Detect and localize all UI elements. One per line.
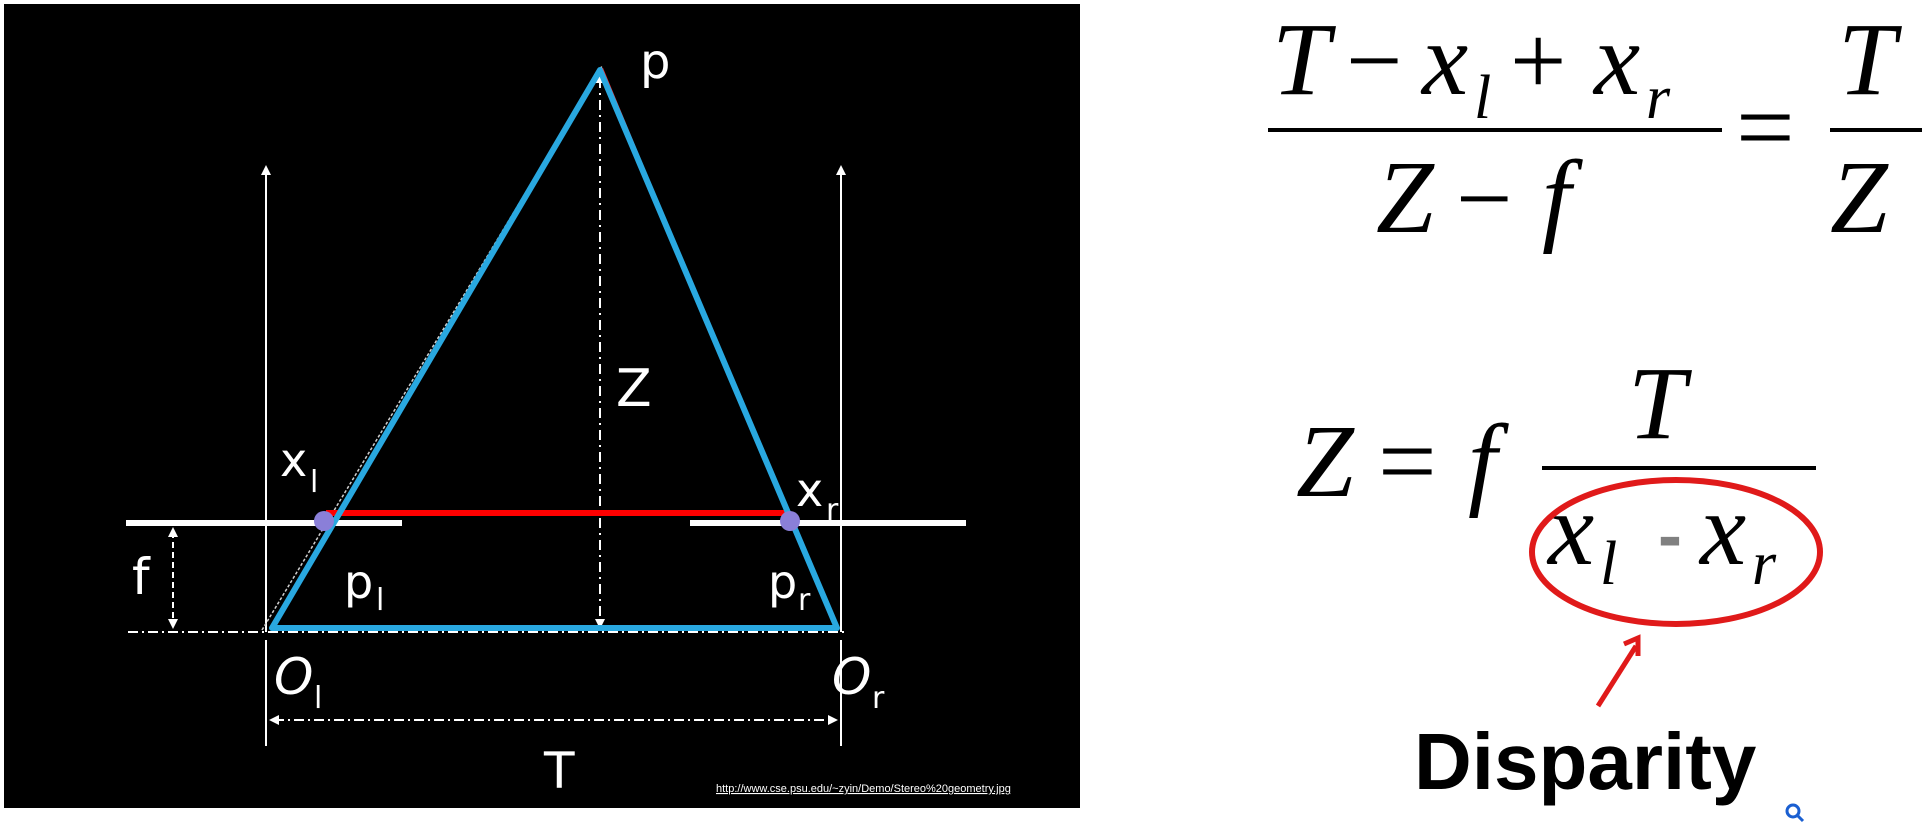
formula-similar-triangles: T − x l + x r Z − f = T Z [1268, 2, 1922, 255]
diagram-canvas: p Z x l x r f p l p r O l O r T http://w… [126, 34, 1011, 800]
f1-rhs-den: Z [1830, 140, 1889, 255]
f1-den-Z: Z [1376, 140, 1435, 255]
f2-den-x1-sub: l [1600, 530, 1617, 598]
p-right-label: p [768, 555, 797, 609]
right-image-point [780, 511, 800, 531]
o-right-label: O [832, 648, 871, 706]
projection-triangle [269, 67, 840, 631]
f1-num-x2-sub: r [1646, 64, 1671, 132]
o-right-sub: r [872, 681, 885, 716]
f1-num-minus: − [1346, 5, 1402, 116]
search-icon[interactable] [1784, 802, 1806, 824]
f1-num-plus: + [1510, 5, 1566, 116]
f1-num-x2: x [1592, 2, 1640, 117]
p-right-sub: r [798, 583, 811, 618]
point-p-label: p [640, 34, 670, 90]
disparity-pointer-arrowhead [1623, 634, 1641, 656]
f2-den-x2: x [1698, 472, 1746, 587]
f2-f: f [1468, 404, 1509, 519]
disparity-pointer-arrow [1595, 644, 1639, 708]
f2-den-x2-sub: r [1752, 530, 1777, 598]
depth-z-label: Z [616, 359, 652, 419]
x-left-sub: l [310, 465, 318, 500]
formula-depth: Z = f T x l - x r [1296, 346, 1823, 708]
formulas: T − x l + x r Z − f = T Z Z = f T x l - … [1268, 2, 1922, 708]
o-left-label: O [274, 648, 313, 706]
baseline-t-label: T [543, 742, 575, 800]
p-left-label: p [344, 555, 373, 609]
x-left-label: x [280, 433, 307, 487]
f2-equals: = [1378, 404, 1437, 519]
p-left-sub: l [376, 583, 384, 618]
disparity-label: Disparity [1414, 717, 1757, 806]
f1-equals: = [1736, 70, 1795, 185]
f1-den-f: f [1542, 140, 1583, 255]
focal-f-label: f [132, 548, 151, 606]
f1-num-T: T [1272, 2, 1336, 117]
f1-den-minus: − [1456, 143, 1512, 254]
f2-den-x1: x [1546, 472, 1594, 587]
f1-num-x1: x [1420, 2, 1468, 117]
f1-rhs-num: T [1838, 2, 1902, 117]
left-image-point [314, 511, 334, 531]
x-right-label: x [796, 463, 823, 517]
stereo-geometry-diagram: p Z x l x r f p l p r O l O r T http://w… [4, 4, 1080, 808]
x-right-sub: r [826, 493, 839, 528]
f2-den-dash: - [1658, 496, 1682, 576]
f2-lhs-Z: Z [1296, 404, 1355, 519]
source-link[interactable]: http://www.cse.psu.edu/~zyin/Demo/Stereo… [716, 783, 1011, 795]
f2-num-T: T [1628, 346, 1692, 461]
o-left-sub: l [314, 681, 322, 716]
f1-num-x1-sub: l [1474, 64, 1491, 132]
disparity-highlight-ellipse [1529, 477, 1823, 627]
